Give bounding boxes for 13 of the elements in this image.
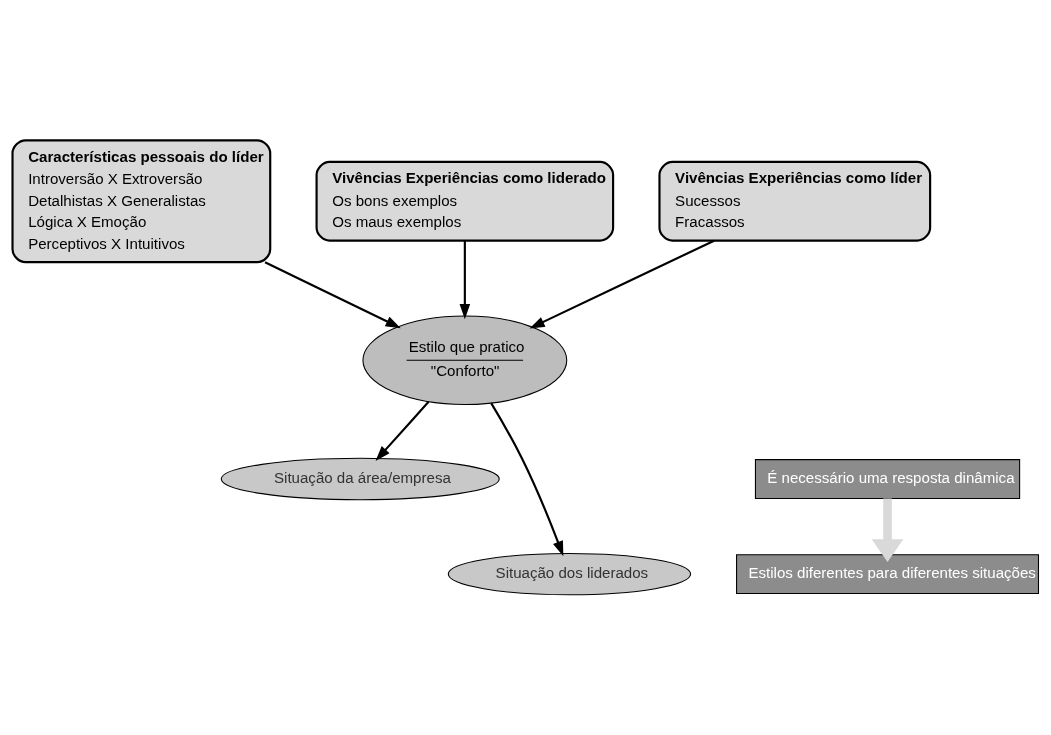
node-box: Vivências Experiências como liderado Os bons exemplos Os maus exemplos (315, 160, 615, 242)
arrow (264, 261, 401, 329)
node-ellipse: Situação da área/empresa (220, 457, 500, 501)
arrow (459, 240, 471, 320)
arrow (529, 239, 715, 329)
node-ellipse: Situação dos liderados (447, 552, 692, 596)
arrow (490, 402, 564, 557)
node-box: Vivências Experiências como líder Sucessos Fracassos (658, 160, 932, 242)
node-box: Estilos diferentes para diferentes situações (736, 554, 1040, 595)
arrow (871, 498, 904, 562)
node-box: Características pessoais do líder Introversão X Extroversão Detalhistas X Generalistas Lógica X Emoção Perceptivos X Intuitivos (11, 139, 272, 264)
arrow (375, 401, 430, 461)
node-box: É necessário uma resposta dinâmica (754, 459, 1021, 499)
